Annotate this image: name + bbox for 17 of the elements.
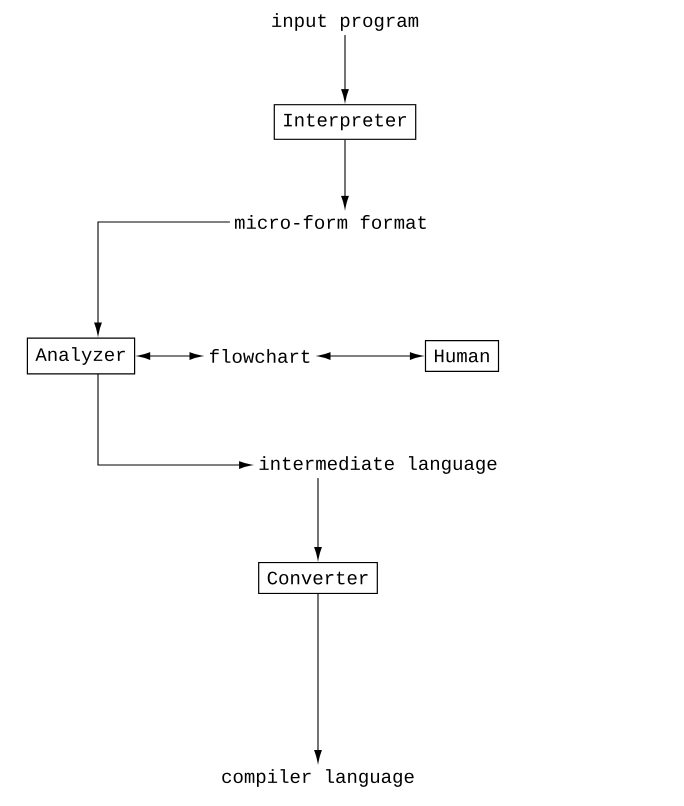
- process-box: Converter: [258, 562, 378, 594]
- arrow: [318, 352, 422, 360]
- process-box: Analyzer: [26, 338, 136, 374]
- data-label: input program: [272, 13, 418, 31]
- arrow: [314, 594, 322, 762]
- arrow: [341, 35, 349, 102]
- data-label: intermediate language: [260, 456, 496, 474]
- arrow: [94, 221, 230, 335]
- data-label: micro-form format: [235, 215, 426, 229]
- process-box: Human: [424, 340, 500, 372]
- arrow: [97, 374, 252, 469]
- arrow: [314, 478, 322, 560]
- data-label: compiler language: [222, 769, 414, 787]
- arrow: [341, 140, 349, 208]
- process-box: Interpreter: [274, 104, 416, 140]
- data-label: flowchart: [210, 349, 310, 363]
- arrow: [138, 352, 202, 360]
